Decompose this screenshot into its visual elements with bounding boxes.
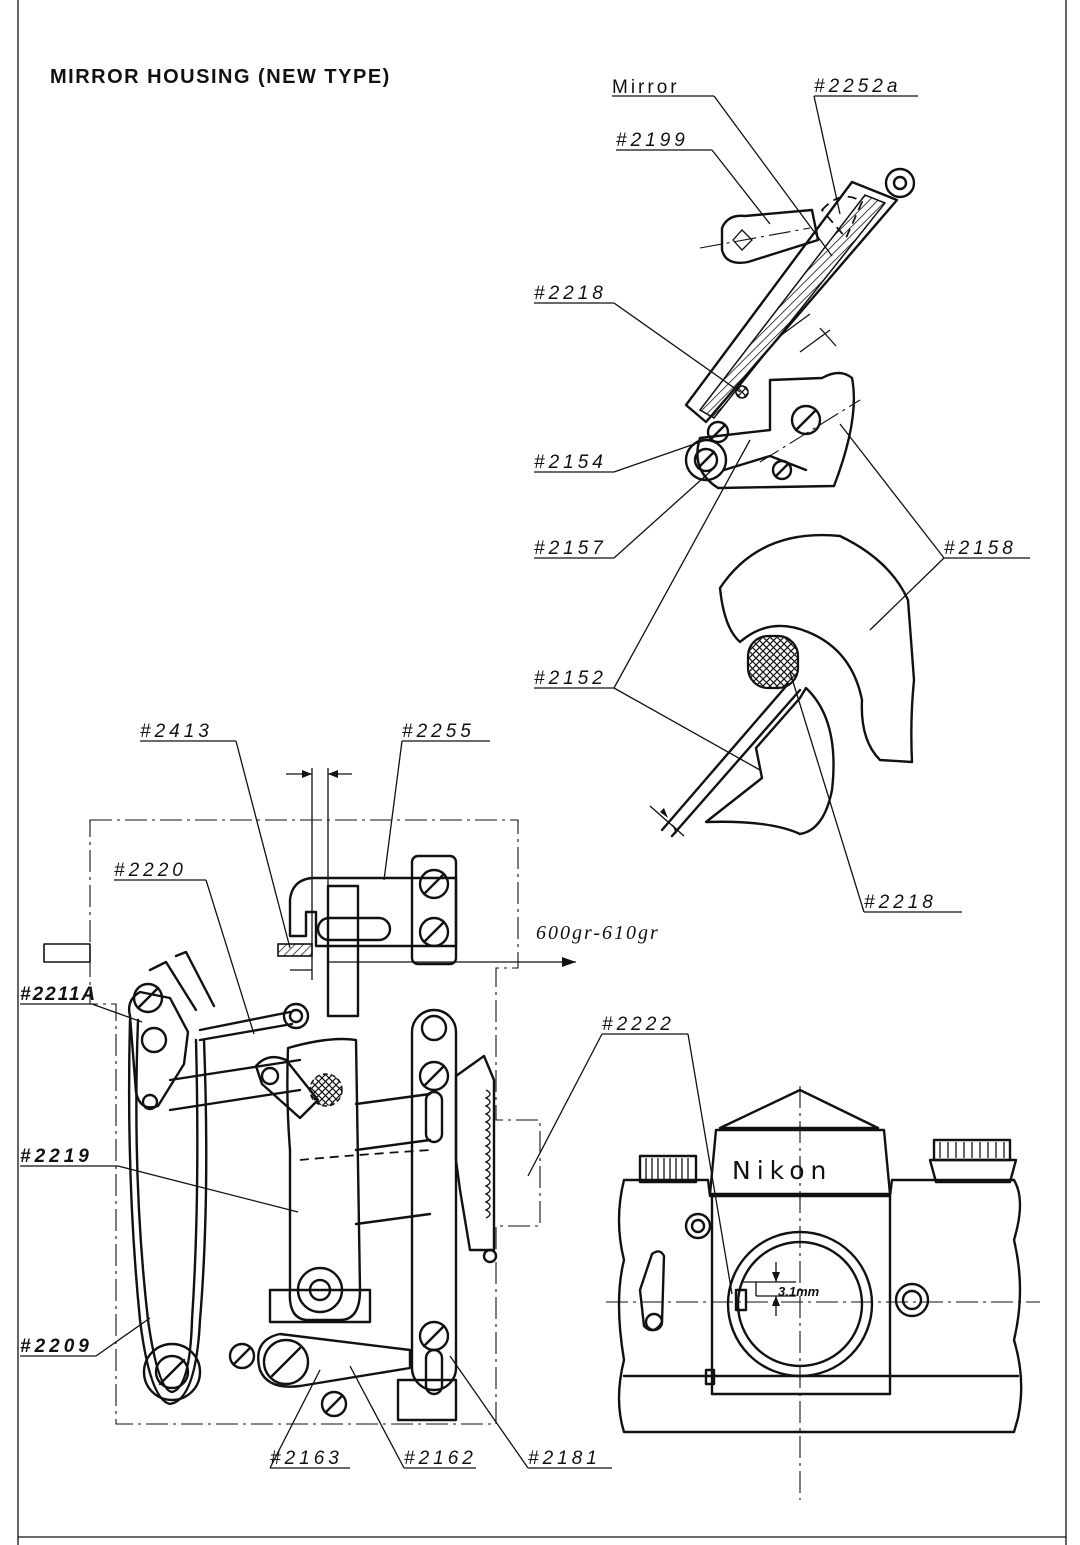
dimension-label: 3.1mm: [778, 1284, 820, 1299]
part-2199-label: #2199: [616, 130, 689, 151]
part-2222-label: #2222: [602, 1014, 675, 1035]
part-2252a-label: #2252a: [814, 76, 902, 97]
part-2209-label: #2209: [20, 1336, 93, 1357]
camera-front-view: [606, 1086, 1040, 1500]
mirror-box-mechanism: [43, 768, 576, 1425]
part-2219-label: #2219: [20, 1146, 93, 1167]
part-2255-label: #2255: [402, 721, 475, 742]
part-2218-bottom-label: #2218: [864, 892, 937, 913]
mechanism-leaders: [20, 740, 733, 1469]
part-2181-label: #2181: [528, 1448, 601, 1469]
mirror-label: Mirror: [612, 77, 680, 98]
part-2211A-label: #2211A: [20, 984, 98, 1005]
part-2154-label: #2154: [534, 452, 607, 473]
spring-force-label: 600gr-610gr: [536, 922, 660, 944]
part-2220-label: #2220: [114, 860, 187, 881]
nikon-brand-label: Nikon: [732, 1156, 833, 1185]
mirror-leaders: [534, 95, 1030, 913]
part-2413-label: #2413: [140, 721, 213, 742]
part-2157-label: #2157: [534, 538, 607, 559]
part-2163-label: #2163: [270, 1448, 343, 1469]
part-2158-label: #2158: [944, 538, 1017, 559]
part-2162-label: #2162: [404, 1448, 477, 1469]
sheet-border: [17, 0, 1067, 1545]
part-2152-label: #2152: [534, 668, 607, 689]
page-title: MIRROR HOUSING (NEW TYPE): [50, 66, 391, 88]
part-2218-top-label: #2218: [534, 283, 607, 304]
mirror-detail: [649, 167, 916, 838]
